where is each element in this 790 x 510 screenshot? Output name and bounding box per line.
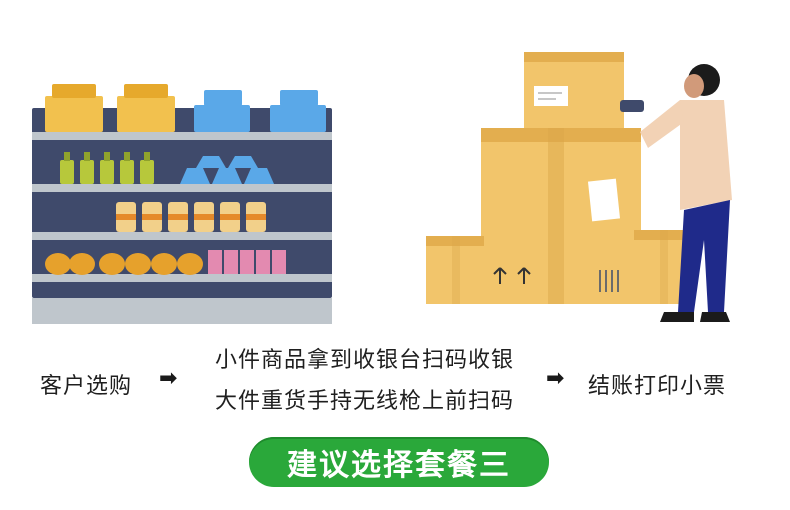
step-small-items: 小件商品拿到收银台扫码收银	[215, 348, 515, 373]
shelf-illustration	[32, 84, 332, 324]
right-arrow-icon: ➡	[546, 366, 565, 391]
worker-scanning-illustration	[620, 64, 732, 322]
recommend-package-button[interactable]: 建议选择套餐三	[249, 437, 549, 487]
step-large-items: 大件重货手持无线枪上前扫码	[215, 389, 515, 414]
illustration-area	[32, 52, 732, 324]
right-arrow-icon: ➡	[159, 366, 178, 391]
boxes-illustration	[426, 52, 692, 304]
step-customer-selection: 客户选购	[40, 374, 133, 399]
step-print-receipt: 结账打印小票	[588, 374, 727, 399]
